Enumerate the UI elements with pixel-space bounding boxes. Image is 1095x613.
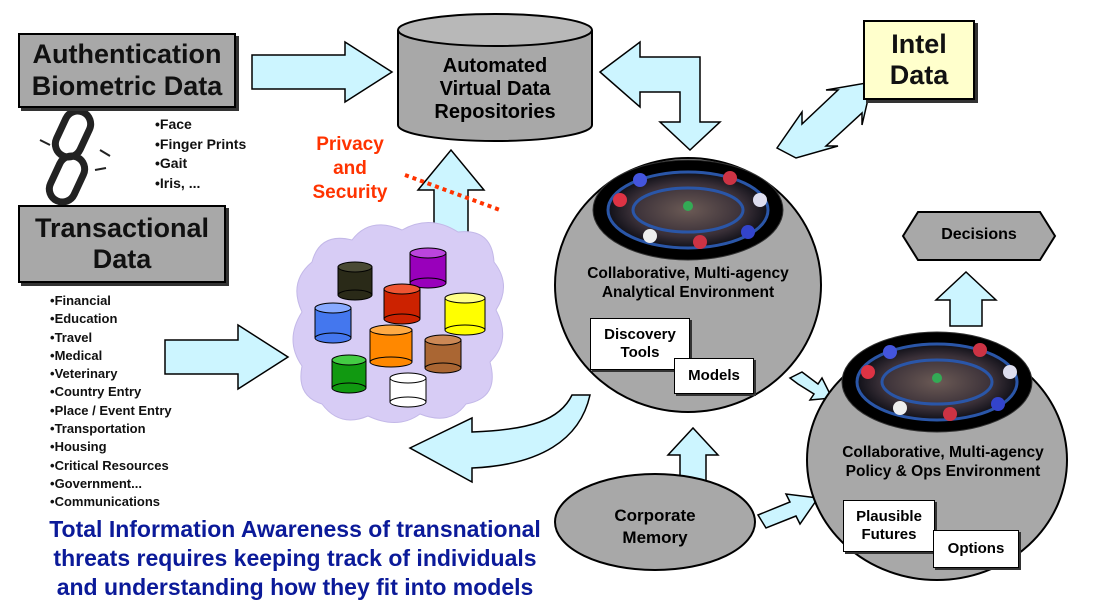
footer-line1: Total Information Awareness of transnati… [49, 516, 541, 542]
biometric-item: Finger Prints [155, 135, 246, 155]
privacy-line1: Privacy [316, 134, 384, 155]
plausible-line1: Plausible [856, 508, 922, 525]
analytical-line1: Collaborative, Multi-agency [587, 265, 789, 282]
footer-caption: Total Information Awareness of transnati… [0, 515, 590, 602]
memory-line1: Corporate [614, 506, 696, 525]
biometric-item: Iris, ... [155, 174, 246, 194]
repository-line3: Repositories [434, 101, 556, 123]
arrow-intel-analytical [775, 81, 873, 159]
db-blue-icon [314, 302, 352, 344]
arrow-transactional-to-cloud [164, 323, 290, 391]
discovery-line1: Discovery [604, 326, 676, 343]
options-label: Options [947, 540, 1005, 557]
biometric-list: Face Finger Prints Gait Iris, ... [155, 115, 246, 193]
db-purple-icon [409, 247, 447, 289]
arrow-analytical-policy [788, 371, 834, 401]
transactional-item: Financial [50, 292, 172, 310]
discovery-tools-box: Discovery Tools [590, 318, 690, 370]
corporate-memory-label: Corporate Memory [575, 505, 735, 549]
db-yellow-icon [444, 292, 486, 336]
auth-line2: Biometric Data [31, 70, 223, 101]
arrow-analytical-return-curve [408, 394, 591, 484]
policy-line2: Policy & Ops Environment [845, 463, 1041, 480]
db-orange-icon [369, 324, 413, 368]
transactional-item: Communications [50, 493, 172, 511]
repository-label: Automated Virtual Data Repositories [398, 55, 592, 124]
arrow-policy-to-decisions [934, 270, 998, 327]
policy-environment-label: Collaborative, Multi-agency Policy & Ops… [810, 443, 1076, 481]
arrow-auth-to-repository [251, 40, 394, 104]
db-green-icon [331, 354, 367, 394]
intel-line1: Intel [891, 28, 947, 59]
repository-line2: Virtual Data [439, 78, 551, 100]
auth-line1: Authentication [32, 39, 222, 70]
models-box: Models [674, 358, 754, 394]
intel-line2: Data [889, 60, 949, 90]
db-black-icon [337, 261, 373, 301]
privacy-line2: and [333, 158, 367, 179]
discovery-line2: Tools [620, 344, 660, 361]
transactional-item: Education [50, 310, 172, 328]
policy-line1: Collaborative, Multi-agency [842, 444, 1044, 461]
transactional-item: Place / Event Entry [50, 402, 172, 420]
privacy-barrier-line [404, 173, 501, 212]
options-box: Options [933, 530, 1019, 568]
footer-line3: and understanding how they fit into mode… [56, 574, 534, 600]
plausible-futures-box: Plausible Futures [843, 500, 935, 552]
models-label: Models [688, 367, 740, 384]
repository-line1: Automated [442, 55, 548, 77]
db-red-icon [383, 283, 421, 325]
intel-data-box: Intel Data [863, 20, 975, 100]
analytical-line2: Analytical Environment [601, 284, 775, 301]
transactional-list: Financial Education Travel Medical Veter… [50, 292, 172, 512]
meeting-room-icon [592, 159, 784, 261]
transactional-item: Government... [50, 475, 172, 493]
transactional-line1: Transactional [34, 212, 210, 243]
biometric-item: Gait [155, 154, 246, 174]
decisions-hexagon [901, 211, 1057, 261]
database-cylinders [314, 247, 486, 408]
biometric-item: Face [155, 115, 246, 135]
memory-line2: Memory [622, 528, 688, 547]
db-white-icon [389, 372, 427, 408]
authentication-biometric-box: Authentication Biometric Data [18, 33, 236, 108]
transactional-item: Travel [50, 329, 172, 347]
transactional-item: Housing [50, 438, 172, 456]
decisions-label: Decisions [941, 226, 1017, 243]
repository-cylinder-icon [397, 13, 593, 142]
transactional-item: Critical Resources [50, 457, 172, 475]
transactional-item: Veterinary [50, 365, 172, 383]
db-brown-icon [424, 334, 462, 374]
transactional-item: Transportation [50, 420, 172, 438]
transactional-item: Medical [50, 347, 172, 365]
chain-link-icon [39, 107, 111, 206]
meeting-room-icon-2 [841, 331, 1033, 433]
arrow-repository-analytical [598, 40, 722, 152]
transactional-item: Country Entry [50, 383, 172, 401]
plausible-line2: Futures [861, 526, 917, 543]
footer-line2: threats requires keeping track of indivi… [53, 545, 537, 571]
arrow-memory-to-policy [756, 493, 820, 529]
privacy-line3: Security [312, 182, 388, 203]
corporate-memory-ellipse [554, 473, 756, 571]
transactional-data-box: Transactional Data [18, 205, 226, 283]
transactional-line2: Data [92, 244, 152, 274]
privacy-security-label: Privacy and Security [295, 133, 405, 205]
analytical-environment-label: Collaborative, Multi-agency Analytical E… [555, 264, 821, 302]
